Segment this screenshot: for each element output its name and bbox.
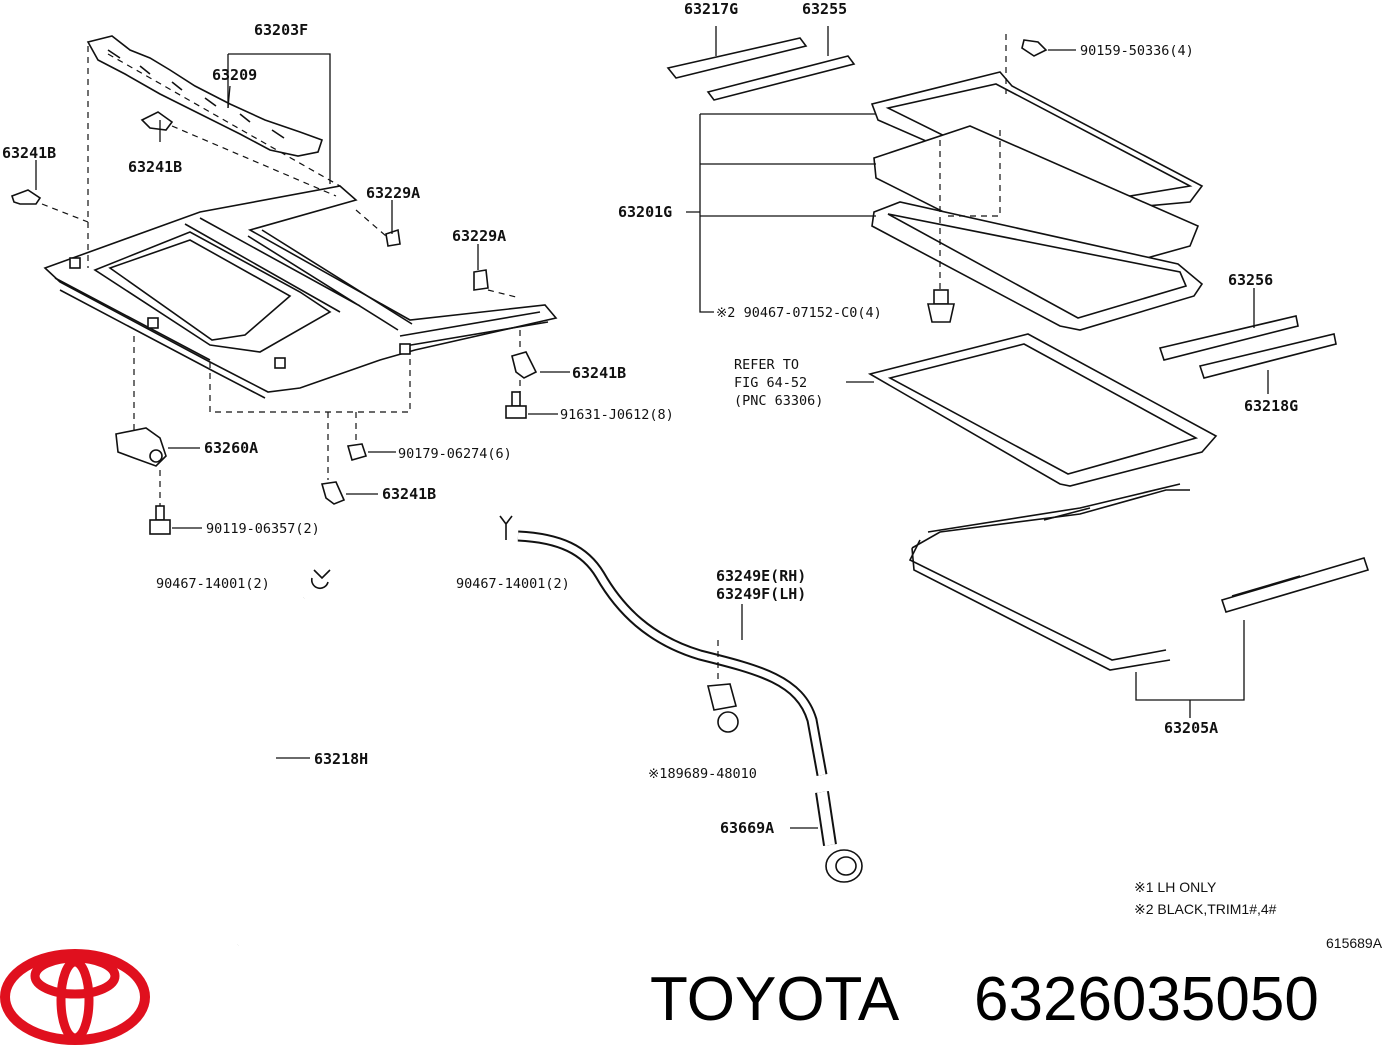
label-63229A-1: 63229A [366,184,420,202]
label-63255: 63255 [802,0,847,18]
glass-panel [873,125,1200,279]
clip-90467-07152 [927,289,955,323]
label-63229A-2: 63229A [452,227,506,245]
label-63249E: 63249E(RH) [716,567,806,585]
clamp-90467-left [310,569,331,590]
label-63241B-1: 63241B [2,144,56,162]
label-91631: 91631-J0612(8) [560,407,674,423]
clip-63241B-right [511,351,538,379]
label-refer-3: (PNC 63306) [734,393,823,409]
clip-189689 [706,683,739,733]
label-63205A: 63205A [1164,719,1218,737]
figure-code: 615689A [1326,935,1383,951]
label-90159: 90159-50336(4) [1080,43,1194,59]
label-63241B-3: 63241B [572,364,626,382]
label-63218H: 63218H [314,750,368,768]
clip-63241B-left [10,189,42,205]
strip-63217G [666,37,808,79]
grommet-63669A [815,790,863,883]
label-refer-1: REFER TO [734,357,799,373]
clip-63241B-bottom [320,481,346,505]
toyota-logo [0,949,150,1045]
clamp-90467-mid [499,515,513,540]
glass-seal [871,201,1204,331]
sunshade-panel [867,333,1218,487]
drive-cable-63205A [908,483,1370,671]
label-63203F: 63203F [254,21,308,39]
label-189689: ※189689-48010 [648,766,757,782]
clip-63229A-1 [385,228,401,247]
part-number: 6326035050 [974,965,1319,1034]
note-lh-only: ※1 LH ONLY [1134,879,1217,895]
label-90467-mid: 90467-14001(2) [456,576,570,592]
bracket-63260A [115,427,167,467]
label-63256: 63256 [1228,271,1273,289]
label-63209: 63209 [212,66,257,84]
clip-63229A-2 [473,269,489,291]
strip-63255 [706,55,856,101]
brand-name: TOYOTA [650,965,900,1034]
drain-hose-63249-inner [517,532,826,776]
strip-63256 [1158,315,1299,361]
strip-63218G [1198,333,1337,379]
label-90179: 90179-06274(6) [398,446,512,462]
dashed-lines [41,34,1007,684]
label-63241B-2: 63241B [128,158,182,176]
label-63218G: 63218G [1244,397,1298,415]
label-90467-07152: ※2 90467-07152-C0(4) [716,305,882,321]
part-labels: 63203F 63209 63241B 63241B 63229A 63229A… [2,0,1298,837]
label-63201G: 63201G [618,203,672,221]
label-refer-2: FIG 64-52 [734,375,807,391]
nut-90179 [346,443,368,461]
bolt-90119 [149,505,171,535]
bolt-91631 [505,391,527,419]
note-black-trim: ※2 BLACK,TRIM1#,4# [1134,901,1277,917]
label-63669A: 63669A [720,819,774,837]
screw-90159 [1021,39,1048,57]
label-63260A: 63260A [204,439,258,457]
label-90467-left: 90467-14001(2) [156,576,270,592]
leader-lines [35,26,1269,829]
drain-hose-63218H-inner [235,597,307,946]
housing-frame-drawing [43,35,558,399]
clip-63241B-top [140,111,174,131]
label-63241B-4: 63241B [382,485,436,503]
label-90119: 90119-06357(2) [206,521,320,537]
label-63249F: 63249F(LH) [716,585,806,603]
label-63217G: 63217G [684,0,738,18]
